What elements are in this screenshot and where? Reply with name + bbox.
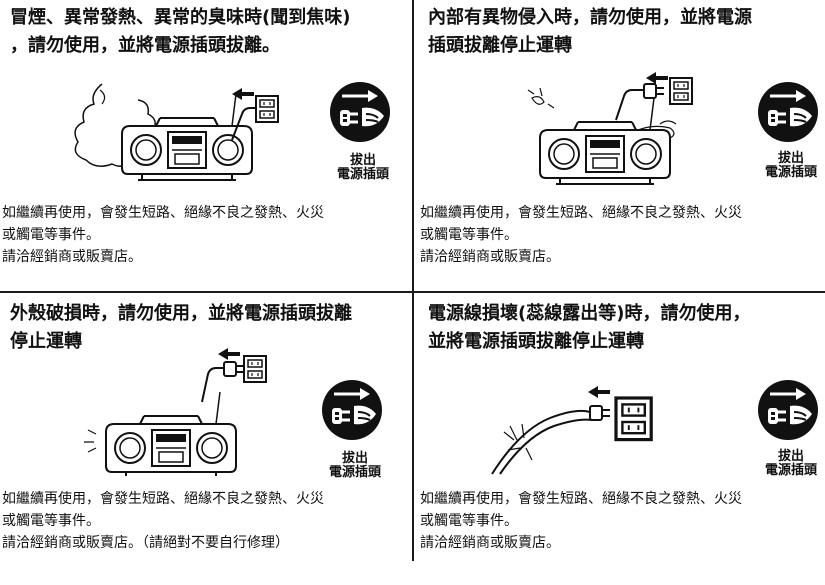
section-foreign-object: 內部有異物侵入時，請勿使用，並將電源 插頭拔離停止運轉 拔出 電源插頭 如繼續再 (420, 4, 825, 289)
damaged-cord-illustration (491, 386, 653, 475)
vertical-divider (412, 0, 414, 561)
pull-arrow-icon (646, 72, 668, 84)
pull-arrow-icon (218, 348, 240, 360)
section-body: 如繼續再使用，會發生短路、絕緣不良之發熱、火災 或觸電等事件。 請洽經銷商或販賣… (2, 205, 324, 265)
power-cord-inner (499, 418, 593, 475)
power-plug-icon (223, 361, 245, 377)
spark-icon (503, 423, 533, 461)
power-plug-icon (589, 405, 611, 421)
wall-outlet-icon (669, 77, 693, 105)
unplug-symbol-icon (328, 80, 392, 144)
splash-icon (527, 87, 555, 109)
power-cord (615, 89, 644, 121)
safety-notice-page: 冒煙、異常發熱、異常的臭味時(聞到焦味) ，請勿使用，並將電源插頭拔離。 拔出 … (0, 0, 825, 561)
unplug-symbol-icon (756, 378, 820, 442)
section-body: 如繼續再使用，會發生短路、絕緣不良之發熱、火災 或觸電等事件。 請洽經銷商或販賣… (420, 491, 742, 551)
cassette-radio-icon (105, 391, 237, 476)
power-cord (231, 107, 258, 141)
unplug-badge: 拔出 電源插頭 (328, 80, 394, 192)
section-title: 外殼破損時，請勿使用，並將電源插頭拔離 停止運轉 (10, 303, 352, 352)
section-title: 電源線損壞(蕊線露出等)時，請勿使用， 並將電源插頭拔離停止運轉 (428, 303, 751, 352)
unplug-badge: 拔出 電源插頭 (320, 378, 386, 490)
wall-outlet-icon (243, 355, 267, 383)
section-smoke: 冒煙、異常發熱、異常的臭味時(聞到焦味) ，請勿使用，並將電源插頭拔離。 拔出 … (2, 4, 407, 289)
power-cord (491, 409, 591, 475)
section-body: 如繼續再使用，會發生短路、絕緣不良之發熱、火災 或觸電等事件。 請洽經銷商或販賣… (2, 491, 324, 551)
unplug-badge: 拔出 電源插頭 (756, 80, 822, 192)
cassette-radio-icon (539, 97, 671, 185)
wall-outlet-icon (614, 396, 653, 442)
section-damaged-casing: 外殼破損時，請勿使用，並將電源插頭拔離 停止運轉 拔出 電源插頭 如繼續再使用，… (2, 300, 407, 585)
crack-icon (84, 429, 97, 453)
section-title: 冒煙、異常發熱、異常的臭味時(聞到焦味) ，請勿使用，並將電源插頭拔離。 (10, 7, 351, 56)
smoking-radio-illustration (74, 83, 279, 181)
damaged-radio-illustration (84, 348, 267, 476)
pull-arrow-icon (588, 386, 610, 398)
power-plug-icon (643, 83, 665, 99)
unplug-symbol-icon (756, 80, 820, 144)
foreign-object-radio-illustration (527, 72, 693, 185)
section-body: 如繼續再使用，會發生短路、絕緣不良之發熱、火災 或觸電等事件。 請洽經銷商或販賣… (420, 205, 742, 265)
unplug-symbol-icon (320, 378, 384, 442)
section-damaged-cord: 電源線損壞(蕊線露出等)時，請勿使用， 並將電源插頭拔離停止運轉 拔出 電源插頭… (420, 300, 825, 585)
wall-outlet-icon (255, 95, 279, 123)
horizontal-divider (0, 291, 825, 293)
unplug-badge: 拔出 電源插頭 (756, 378, 822, 490)
section-title: 內部有異物侵入時，請勿使用，並將電源 插頭拔離停止運轉 (428, 7, 752, 56)
power-cord (201, 367, 224, 403)
